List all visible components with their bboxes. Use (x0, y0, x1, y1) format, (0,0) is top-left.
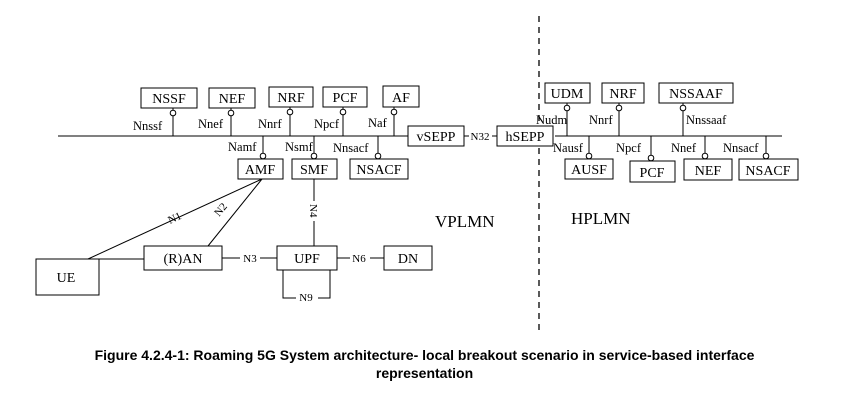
nnef-v-label: Nnef (198, 117, 224, 131)
vplmn-label: VPLMN (435, 212, 495, 231)
hplmn-label: HPLMN (571, 209, 631, 228)
nausf-label: Nausf (553, 141, 584, 155)
nnssf-label: Nnssf (133, 119, 163, 133)
dn-label: DN (398, 252, 418, 267)
pcf-h-label: PCF (640, 166, 665, 181)
hsepp-box (496, 125, 554, 147)
n2-label: N2 (212, 201, 230, 219)
ue-box (35, 258, 100, 296)
nssf-node: NSSF Nnssf (133, 87, 198, 136)
npcf-h-label: Npcf (616, 141, 642, 155)
caption-line-2: representation (375, 365, 474, 381)
pcf-h-node: PCF Npcf (616, 136, 676, 183)
ran-label: (R)AN (164, 252, 203, 267)
n2-link (207, 178, 263, 247)
n6-label: N6 (352, 253, 366, 265)
ue-label: UE (57, 271, 76, 286)
udm-label: UDM (551, 87, 584, 102)
hsepp-label: hSEPP (506, 130, 545, 145)
af-node: AF Naf (368, 85, 420, 136)
n9-label: N9 (299, 292, 313, 304)
nnrf-h-label: Nnrf (589, 113, 613, 127)
smf-node: SMF Nsmf (285, 136, 338, 180)
ausf-label: AUSF (571, 163, 607, 178)
nnssaaf-label: Nnssaaf (686, 113, 727, 127)
nsacf-h-label: NSACF (745, 164, 790, 179)
n32-label: N32 (471, 131, 490, 143)
nssaaf-label: NSSAAF (669, 87, 723, 102)
nsacf-v-node: NSACF Nnsacf (333, 136, 409, 180)
dn-box (383, 245, 433, 271)
nnsacf-h-label: Nnsacf (723, 141, 759, 155)
pcf-v-label: PCF (333, 91, 358, 106)
nsacf-h-node: NSACF Nnsacf (723, 136, 799, 181)
nef-h-node: NEF Nnef (671, 136, 733, 181)
ausf-node: AUSF Nausf (553, 136, 614, 180)
nef-v-node: NEF Nnef (198, 87, 256, 136)
nnef-h-label: Nnef (671, 141, 697, 155)
nef-v-label: NEF (219, 92, 246, 107)
nudm-label: Nudm (536, 113, 568, 127)
udm-node: UDM Nudm (536, 82, 591, 136)
figure-caption: Figure 4.2.4-1: Roaming 5G System archit… (0, 346, 849, 382)
n3-label: N3 (243, 253, 257, 265)
nrf-v-node: NRF Nnrf (258, 86, 314, 136)
nef-h-label: NEF (695, 164, 722, 179)
n1-link (87, 178, 263, 260)
nssf-label: NSSF (152, 92, 186, 107)
pcf-v-node: PCF Npcf (314, 86, 368, 136)
naf-label: Naf (368, 116, 388, 130)
namf-label: Namf (228, 140, 257, 154)
upf-box (276, 245, 338, 271)
nnsacf-v-label: Nnsacf (333, 141, 369, 155)
ran-box (143, 245, 223, 271)
nssaaf-node: NSSAAF Nnssaaf (658, 82, 734, 136)
n4-label: N4 (307, 204, 319, 218)
nnrf-v-label: Nnrf (258, 117, 282, 131)
amf-label: AMF (245, 163, 276, 178)
af-label: AF (392, 91, 410, 106)
nrf-v-label: NRF (277, 91, 304, 106)
smf-label: SMF (300, 163, 328, 178)
n1-label: N1 (166, 210, 183, 227)
nrf-h-label: NRF (609, 87, 636, 102)
caption-line-1: Figure 4.2.4-1: Roaming 5G System archit… (94, 347, 755, 363)
vsepp-label: vSEPP (417, 130, 456, 145)
nsacf-v-label: NSACF (356, 163, 401, 178)
nsmf-label: Nsmf (285, 140, 314, 154)
amf-node: AMF Namf (228, 136, 284, 180)
npcf-v-label: Npcf (314, 117, 340, 131)
nrf-h-node: NRF Nnrf (589, 82, 645, 136)
upf-label: UPF (294, 252, 320, 267)
